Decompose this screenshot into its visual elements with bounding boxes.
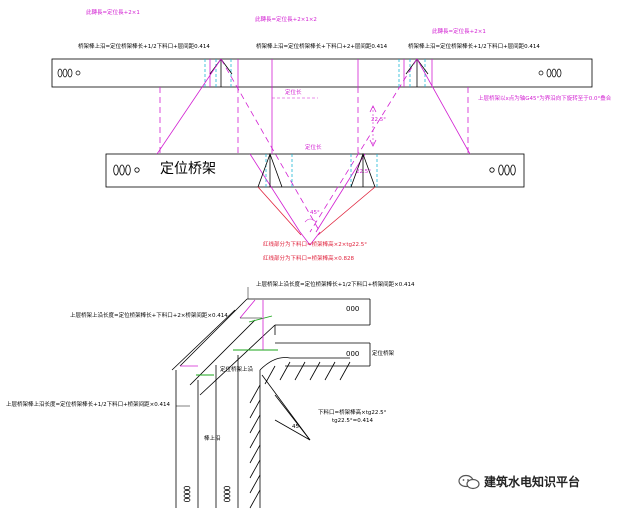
bottom-triangle — [299, 231, 321, 246]
positioning-tray-label: 定位桥架 — [160, 161, 216, 177]
formula-left: 桥架棒上沿=定位桥架棒长+1/2下料口+层间距0.414 — [78, 44, 210, 50]
ground-hatch — [249, 357, 351, 509]
bottom-vertical-trays — [175, 355, 239, 508]
red-formula-1: 红线部分为下料口=桥架棒高×2×tg22.5° — [263, 242, 367, 248]
positioning-tray — [105, 153, 525, 188]
spring-icon-right — [223, 486, 231, 502]
formula-middle: 桥架棒上沿=定位桥架棒长+下料口+2+层间距0.414 — [256, 44, 388, 50]
green-cut-lines — [196, 315, 278, 376]
upper-left-end-icon — [57, 68, 81, 78]
cut-formula-2: tg22.5°=0.414 — [332, 418, 373, 424]
bottom-top-formula: 上层桥架上沿长度=定位桥架棒长+1/2下料口+桥架间距×0.414 — [256, 282, 415, 288]
spring-icon-left — [183, 486, 191, 502]
angle-b: 22.5° — [356, 169, 371, 175]
red-formula-2: 红线部分为下料口=桥架棒高×0.828 — [263, 256, 354, 262]
angle-label: 45 — [292, 424, 299, 430]
stub-label: 棒上沿 — [204, 436, 221, 442]
bottom-diagonal-tray — [179, 298, 276, 396]
bottom-upper-tray — [247, 298, 371, 335]
upper-right-end-icon — [538, 68, 562, 78]
upper-tray — [51, 58, 593, 88]
drop-lines — [159, 87, 469, 154]
note-left: 此轉長=定位長+2×1 — [86, 10, 140, 16]
cut-formula-1: 下料口=桥架棒高×tg22.5° — [318, 410, 387, 416]
upper-v-marks — [209, 58, 429, 75]
center-label: 定位长 — [305, 145, 322, 151]
watermark-text: 建筑水电知识平台 — [484, 475, 581, 489]
angle-triangle — [261, 374, 311, 441]
bottom-lower-tray — [275, 342, 371, 367]
angle-a: 22.5° — [371, 117, 386, 123]
note-right: 此轉長=定位長+2×1 — [432, 29, 486, 35]
red-cut-lines — [257, 186, 376, 236]
bottom-formula: 上层桥架棒上沿长度=定位桥架棒长+1/2下料口+桥架间距×0.414 — [6, 402, 171, 408]
angle-c: 45° — [310, 210, 320, 216]
lower-right-end-icon — [489, 164, 516, 176]
lower-cyan-marks — [265, 154, 378, 187]
bottom-left-formula: 上层桥架上沿长度=定位桥架棒长+下料口+2×桥架间距×0.414 — [70, 313, 228, 319]
upper-black-marks — [220, 59, 418, 87]
mark-2: 000 — [346, 350, 360, 358]
leader-lines — [176, 287, 262, 407]
pos-label: 定位桥架 — [372, 351, 395, 357]
lower-v-marks — [257, 152, 376, 188]
magenta-cut-marks — [180, 299, 264, 367]
upper-cut-lines — [209, 59, 433, 87]
side-note: 上层桥架以x点为轴G45°为界沿向下旋转至于0.0°叠合 — [478, 96, 612, 102]
mid-label: 定位长 — [285, 90, 302, 96]
note-middle: 此轉長=定位長+2×1×2 — [255, 17, 317, 23]
lower-left-end-icon — [113, 164, 140, 176]
fold-diagonals — [156, 58, 471, 233]
formula-right: 桥架棒上沿=定位桥架棒长+1/2下料口+层间距0.414 — [408, 44, 540, 50]
mark-1: 000 — [346, 305, 360, 313]
upper-edge-label: 定位桥架上沿 — [220, 367, 254, 373]
wechat-icon — [458, 474, 480, 490]
